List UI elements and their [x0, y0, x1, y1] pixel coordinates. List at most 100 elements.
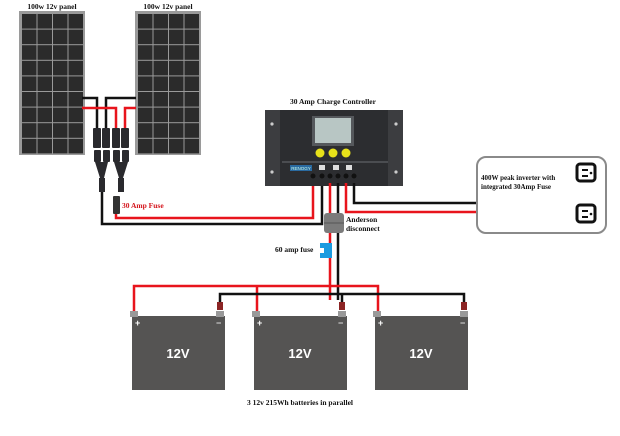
controller-terminals: [310, 173, 357, 179]
solar-cell: [37, 76, 52, 91]
solar-cell: [184, 123, 199, 138]
mc4-connectors: [93, 128, 129, 192]
solar-cell: [138, 60, 153, 76]
battery-1: + − 12V: [130, 302, 225, 390]
battery-2: + − 12V: [252, 302, 347, 390]
solar-cell: [153, 14, 168, 29]
inverter-label-1: 400W peak inverter with: [481, 174, 555, 182]
fuse-30a-label: 30 Amp Fuse: [122, 201, 164, 210]
battery-1-minus: −: [216, 318, 221, 328]
solar-cell: [68, 138, 83, 154]
solar-panel-left: [19, 11, 85, 155]
anderson-label-1: Anderson: [346, 215, 378, 224]
solar-cell: [138, 92, 153, 107]
solar-cell: [53, 14, 68, 29]
solar-cell: [68, 45, 83, 60]
solar-cell: [53, 92, 68, 107]
battery-3-plus: +: [378, 318, 383, 328]
solar-cell: [184, 14, 199, 29]
solar-cell: [22, 14, 37, 29]
solar-cell: [153, 60, 168, 76]
solar-cell: [169, 123, 184, 138]
ac-outlet-icon[interactable]: [575, 162, 597, 183]
ac-outlet-icon[interactable]: [575, 203, 597, 224]
solar-cell: [68, 60, 83, 76]
solar-cell: [138, 45, 153, 60]
solar-cell: [53, 76, 68, 91]
battery-2-voltage: 12V: [288, 346, 311, 361]
solar-cell: [37, 14, 52, 29]
solar-cell: [138, 107, 153, 123]
controller-brand: RENOGY: [291, 166, 311, 171]
inverter: [476, 156, 607, 234]
solar-cell: [153, 45, 168, 60]
battery-3-voltage: 12V: [409, 346, 432, 361]
panel-leads: [82, 96, 136, 128]
inverter-positive-wire: [344, 183, 477, 214]
battery-1-plus: +: [135, 318, 140, 328]
inverter-negative-wire: [352, 183, 477, 205]
battery-3-minus: −: [460, 318, 465, 328]
solar-cell: [37, 29, 52, 45]
solar-cell: [68, 76, 83, 91]
solar-cell: [153, 92, 168, 107]
solar-cell: [184, 107, 199, 123]
solar-cell: [53, 29, 68, 45]
solar-cell: [184, 45, 199, 60]
solar-cell: [37, 107, 52, 123]
solar-cell: [184, 29, 199, 45]
solar-cell: [153, 138, 168, 154]
solar-cell: [53, 45, 68, 60]
solar-cell: [138, 14, 153, 29]
solar-cell: [153, 107, 168, 123]
controller-status-icons: [319, 165, 352, 170]
solar-cell: [53, 138, 68, 154]
solar-cell: [169, 60, 184, 76]
solar-cell: [184, 138, 199, 154]
solar-cell: [138, 29, 153, 45]
solar-cell: [22, 45, 37, 60]
inverter-label-2: integrated 30Amp Fuse: [481, 183, 551, 191]
panel-positive-wire: [114, 183, 315, 220]
solar-cell: [169, 45, 184, 60]
solar-cell: [169, 107, 184, 123]
solar-cell: [169, 138, 184, 154]
solar-cell: [53, 107, 68, 123]
solar-cell: [169, 92, 184, 107]
controller-button-3[interactable]: [341, 148, 351, 158]
solar-cell: [68, 107, 83, 123]
solar-cell: [68, 29, 83, 45]
solar-cell: [169, 14, 184, 29]
controller-button-2[interactable]: [328, 148, 338, 158]
solar-cell: [37, 60, 52, 76]
solar-cell: [68, 92, 83, 107]
solar-cell: [138, 138, 153, 154]
battery-1-voltage: 12V: [166, 346, 189, 361]
inline-fuse-30a: [113, 196, 120, 214]
solar-cell: [53, 123, 68, 138]
solar-cell: [37, 138, 52, 154]
panel-left-label: 100w 12v panel: [27, 2, 76, 11]
solar-cell: [53, 60, 68, 76]
solar-cell: [37, 123, 52, 138]
solar-cell: [22, 76, 37, 91]
solar-cell: [22, 107, 37, 123]
panel-negative-wire: [100, 183, 324, 226]
controller-button-1[interactable]: [315, 148, 325, 158]
battery-3: + − 12V: [373, 302, 468, 390]
solar-cell: [169, 29, 184, 45]
solar-panel-right: [135, 11, 201, 155]
solar-cell: [22, 123, 37, 138]
batteries-caption: 3 12v 215Wh batteries in parallel: [247, 398, 353, 407]
solar-cell: [37, 92, 52, 107]
lcd-screen: [315, 118, 351, 143]
battery-2-plus: +: [257, 318, 262, 328]
solar-cell: [22, 138, 37, 154]
panel-right-label: 100w 12v panel: [143, 2, 192, 11]
battery-2-minus: −: [338, 318, 343, 328]
solar-cell: [153, 76, 168, 91]
anderson-label-2: disconnect: [346, 224, 380, 233]
solar-cell: [22, 92, 37, 107]
solar-cell: [68, 14, 83, 29]
